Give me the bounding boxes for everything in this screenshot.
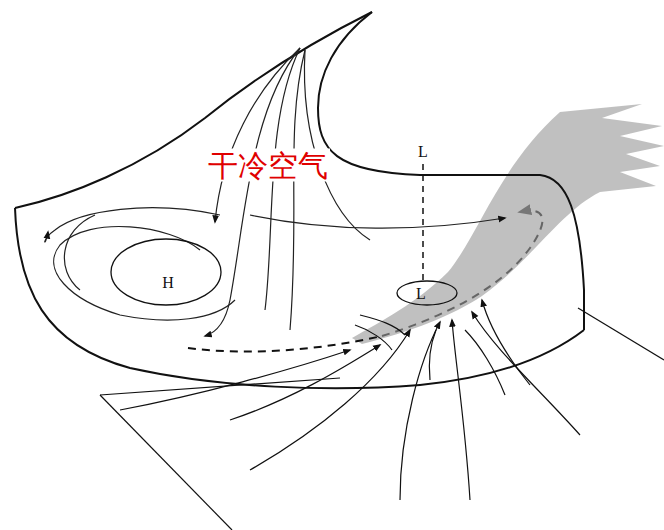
isobar-ellipse xyxy=(110,238,222,306)
ground-plane xyxy=(100,308,664,530)
center-letter: H xyxy=(161,275,175,291)
inflow-streamlines xyxy=(120,300,580,500)
isobar-ellipse xyxy=(396,280,458,306)
air-mass-shell xyxy=(15,12,584,388)
pressure-label: L xyxy=(416,143,430,161)
cloud-band xyxy=(352,104,664,344)
center-letter: L xyxy=(415,286,427,302)
axis-line xyxy=(422,164,424,282)
pressure-center: L xyxy=(396,280,458,306)
air-mass-label: 干冷空气 xyxy=(206,149,330,182)
pressure-center: H xyxy=(110,238,222,306)
streamlines xyxy=(45,48,505,336)
front-line xyxy=(382,211,542,336)
front-line xyxy=(188,336,382,352)
